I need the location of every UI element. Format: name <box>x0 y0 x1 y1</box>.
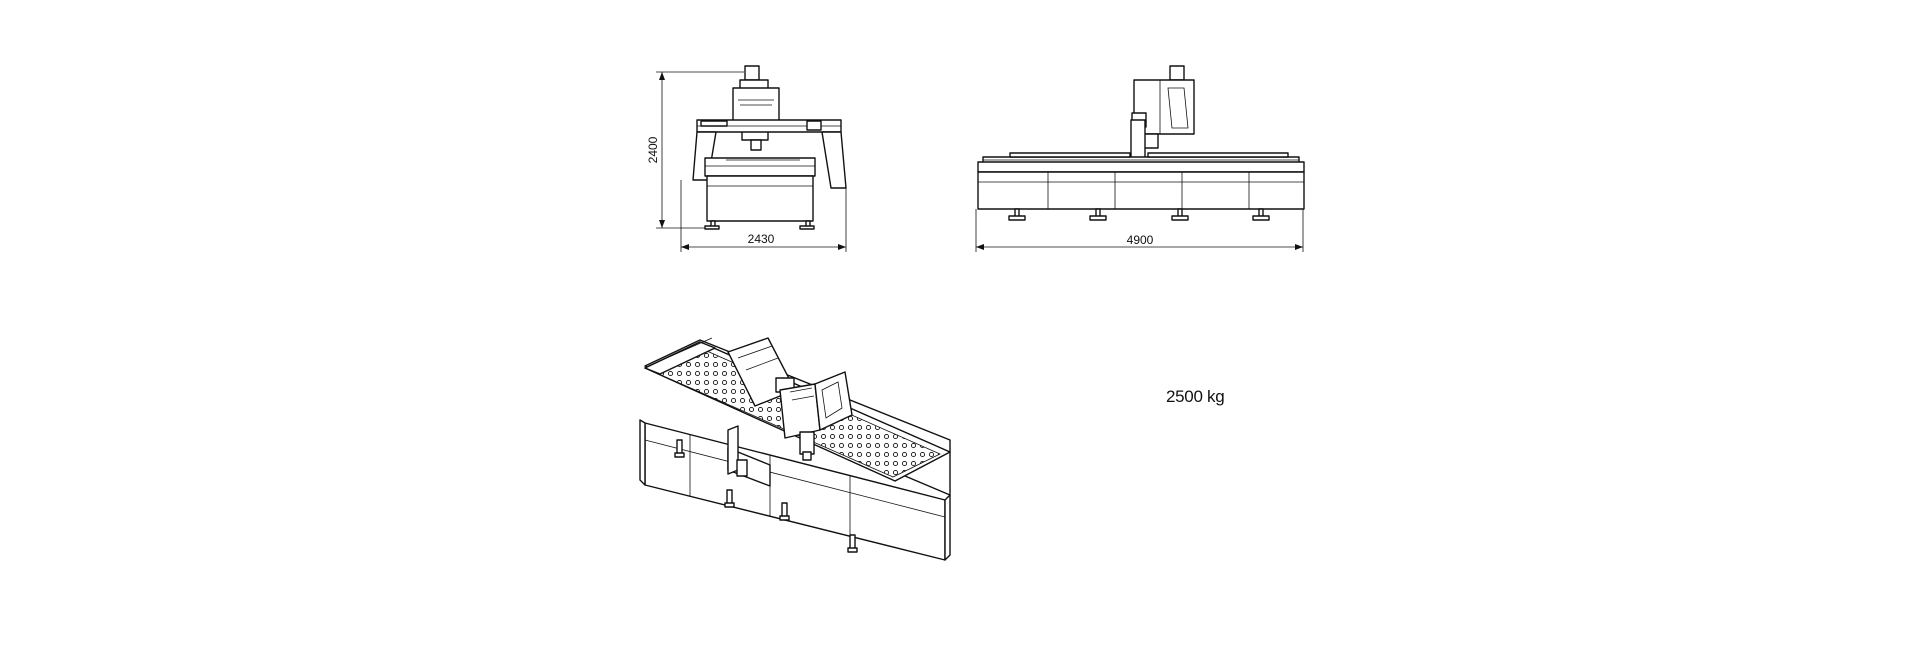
width-dimension-label: 2430 <box>748 232 775 246</box>
side-view: 4900 <box>975 65 1305 252</box>
isometric-view <box>639 337 951 561</box>
isometric-end-cover <box>644 337 716 375</box>
height-dimension-label: 2400 <box>646 136 660 163</box>
machine-weight-label: 2500 kg <box>1166 387 1225 406</box>
front-view: 2400 2430 <box>646 65 847 252</box>
length-dimension-label: 4900 <box>1127 233 1154 247</box>
